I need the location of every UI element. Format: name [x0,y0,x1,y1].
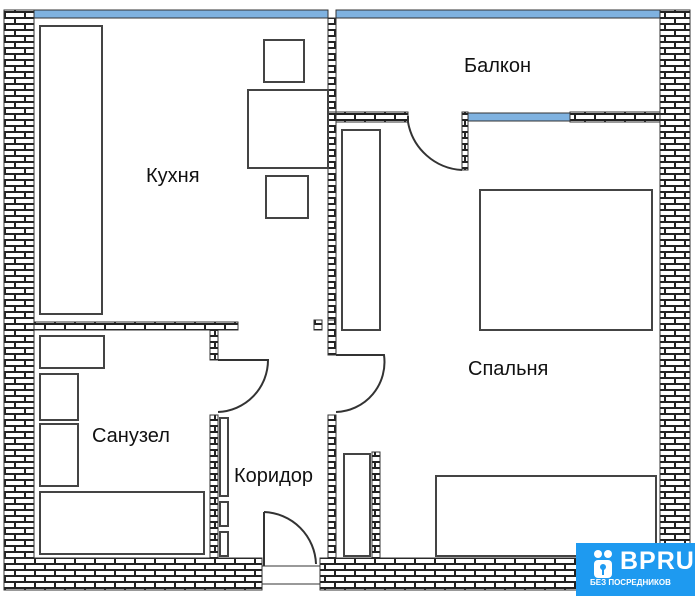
room-label-corridor: Коридор [234,465,313,487]
logo-tagline: БЕЗ ПОСРЕДНИКОВ [590,578,671,587]
keyhole-people-icon [594,550,612,578]
logo-brand: BPRU [620,547,695,575]
doors [217,116,463,585]
room-label-bedroom: Спальня [468,358,549,380]
bpru-logo: BPRU БЕЗ ПОСРЕДНИКОВ [576,543,695,596]
windows [33,9,661,122]
room-label-bathroom: Санузел [92,425,170,447]
room-label-balcony: Балкон [464,55,532,77]
furniture [39,25,657,557]
walls [3,9,691,591]
room-label-kitchen: Кухня [146,165,200,187]
